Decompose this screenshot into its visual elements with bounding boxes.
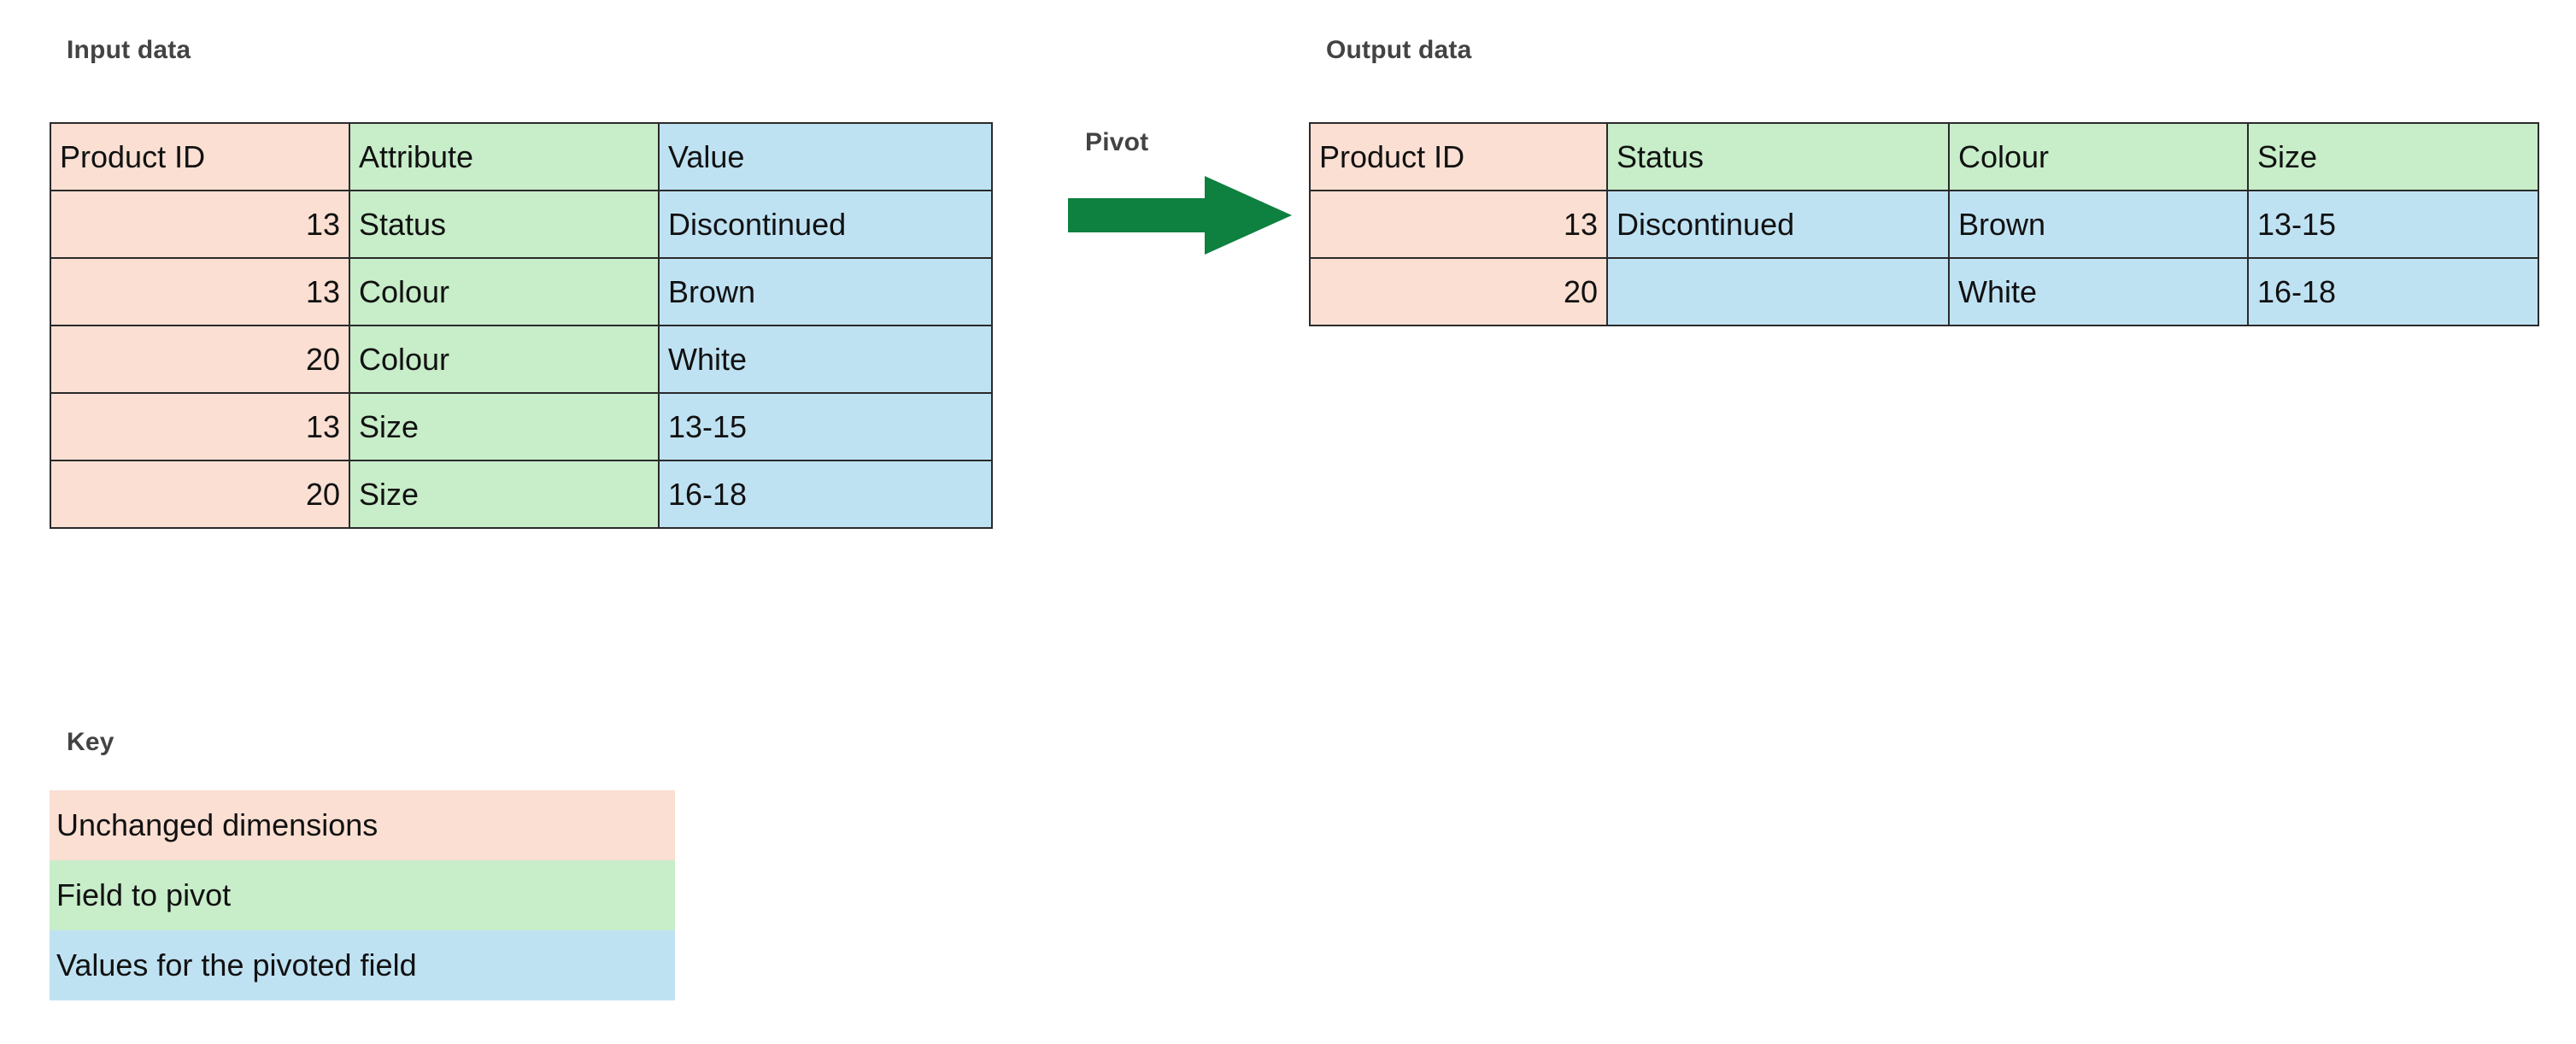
- input-cell-value: 13-15: [658, 392, 993, 461]
- input-cell-value: Brown: [658, 257, 993, 326]
- output-header-colour: Colour: [1948, 122, 2249, 191]
- pivot-transform-group: Pivot: [1068, 128, 1292, 255]
- key-legend: Unchanged dimensions Field to pivot Valu…: [50, 790, 675, 1000]
- input-cell-attribute: Colour: [349, 325, 660, 394]
- table-header-row: Product ID Status Colour Size: [1309, 122, 2539, 191]
- table-header-row: Product ID Attribute Value: [50, 122, 993, 191]
- key-title: Key: [67, 728, 114, 756]
- input-cell-attribute: Size: [349, 392, 660, 461]
- output-header-product-id: Product ID: [1309, 122, 1608, 191]
- input-cell-value: 16-18: [658, 460, 993, 529]
- output-header-status: Status: [1606, 122, 1950, 191]
- output-cell-status: [1606, 257, 1950, 326]
- output-cell-size: 13-15: [2247, 190, 2539, 259]
- input-cell-attribute: Status: [349, 190, 660, 259]
- input-cell-attribute: Size: [349, 460, 660, 529]
- table-row: 13 Discontinued Brown 13-15: [1309, 190, 2539, 259]
- input-header-attribute: Attribute: [349, 122, 660, 191]
- input-cell-product-id: 20: [50, 460, 350, 529]
- pivot-label: Pivot: [1085, 128, 1149, 156]
- key-item-field-to-pivot: Field to pivot: [50, 860, 675, 930]
- input-data-table: Product ID Attribute Value 13 Status Dis…: [50, 122, 993, 529]
- input-cell-value: White: [658, 325, 993, 394]
- table-row: 13 Status Discontinued: [50, 190, 993, 259]
- table-row: 20 White 16-18: [1309, 257, 2539, 326]
- input-cell-product-id: 20: [50, 325, 350, 394]
- table-row: 20 Colour White: [50, 325, 993, 394]
- input-cell-value: Discontinued: [658, 190, 993, 259]
- key-item-pivoted-values: Values for the pivoted field: [50, 930, 675, 1000]
- input-cell-product-id: 13: [50, 257, 350, 326]
- input-cell-product-id: 13: [50, 190, 350, 259]
- input-cell-attribute: Colour: [349, 257, 660, 326]
- input-header-value: Value: [658, 122, 993, 191]
- output-data-title: Output data: [1326, 36, 1472, 64]
- table-row: 20 Size 16-18: [50, 460, 993, 529]
- input-header-product-id: Product ID: [50, 122, 350, 191]
- output-cell-colour: Brown: [1948, 190, 2249, 259]
- key-item-unchanged-dimensions: Unchanged dimensions: [50, 790, 675, 860]
- output-cell-product-id: 20: [1309, 257, 1608, 326]
- output-data-table: Product ID Status Colour Size 13 Discont…: [1309, 122, 2539, 326]
- input-cell-product-id: 13: [50, 392, 350, 461]
- output-cell-status: Discontinued: [1606, 190, 1950, 259]
- output-cell-product-id: 13: [1309, 190, 1608, 259]
- output-cell-size: 16-18: [2247, 257, 2539, 326]
- output-cell-colour: White: [1948, 257, 2249, 326]
- table-row: 13 Size 13-15: [50, 392, 993, 461]
- arrow-right-icon: [1068, 176, 1292, 255]
- input-data-title: Input data: [67, 36, 191, 64]
- table-row: 13 Colour Brown: [50, 257, 993, 326]
- output-header-size: Size: [2247, 122, 2539, 191]
